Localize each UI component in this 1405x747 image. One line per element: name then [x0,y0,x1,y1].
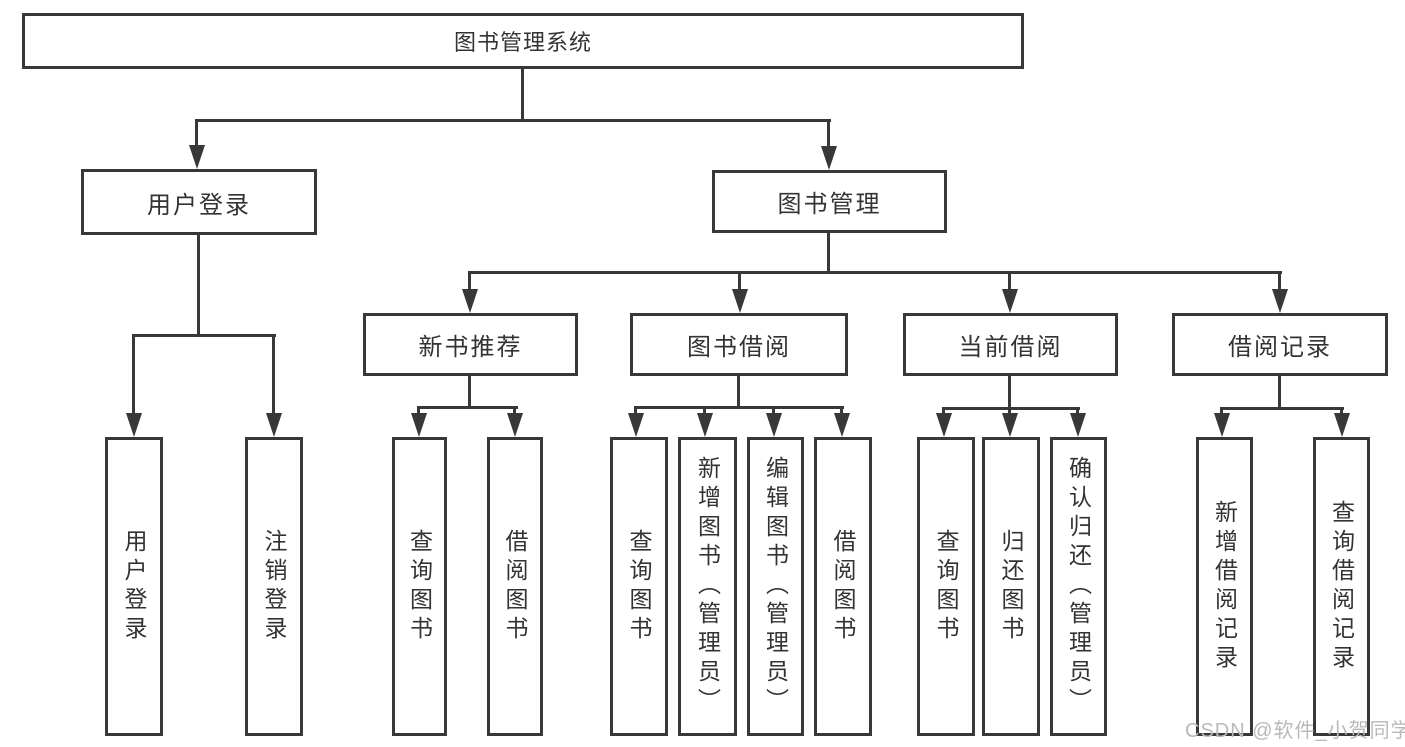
arrow-down-icon [766,413,782,437]
node-current-borrow: 当前借阅 [903,313,1118,376]
arrow-down-icon [1002,289,1018,313]
edge-user-login-stub [197,235,200,337]
edge-shaft [132,335,135,419]
arrow-down-icon [126,413,142,437]
edge-shaft [1008,272,1011,295]
leaf-borrow-book-2: 借阅图书 [814,437,872,736]
edge-shaft [1278,272,1281,295]
node-user-login: 用户登录 [81,169,317,235]
leaf-logout: 注销登录 [245,437,303,736]
node-new-book-rec: 新书推荐 [363,313,578,376]
edge-book-borrow-bus [634,406,844,409]
edge-shaft [827,119,830,152]
edge-shaft [468,272,471,295]
arrow-down-icon [732,289,748,313]
edge-borrow-record-stub [1278,376,1281,409]
arrow-down-icon [189,145,205,169]
leaf-return-book: 归还图书 [982,437,1040,736]
arrow-down-icon [507,413,523,437]
leaf-confirm-return-admin: 确认归还（管理员） [1050,437,1107,736]
edge-book-borrow-stub [737,376,740,408]
edge-book-mgmt-bus [468,271,1282,274]
edge-shaft [272,335,275,419]
arrow-down-icon [1334,413,1350,437]
arrow-down-icon [834,413,850,437]
node-borrow-record: 借阅记录 [1172,313,1388,376]
edge-root-stub [521,69,524,121]
arrow-down-icon [628,413,644,437]
leaf-query-borrow-record: 查询借阅记录 [1313,437,1370,736]
edge-book-mgmt-stub [827,233,830,274]
arrow-down-icon [411,413,427,437]
node-book-mgmt: 图书管理 [712,170,947,233]
leaf-user-login: 用户登录 [105,437,163,736]
arrow-down-icon [1002,413,1018,437]
leaf-query-book-1: 查询图书 [392,437,447,736]
leaf-add-book-admin: 新增图书（管理员） [678,437,737,736]
arrow-down-icon [1214,413,1230,437]
edge-shaft [195,119,198,151]
edge-borrow-record-bus [1220,407,1344,410]
leaf-query-book-3: 查询图书 [917,437,975,736]
node-book-borrow: 图书借阅 [630,313,848,376]
arrow-down-icon [462,289,478,313]
leaf-add-borrow-record: 新增借阅记录 [1196,437,1253,736]
arrow-down-icon [821,146,837,170]
node-root: 图书管理系统 [22,13,1024,69]
edge-current-borrow-stub [1008,376,1011,409]
edge-new-book-stub [468,376,471,408]
leaf-query-book-2: 查询图书 [610,437,668,736]
arrow-down-icon [936,413,952,437]
csdn-watermark: CSDN @软件_小贺同学 [1185,720,1405,742]
arrow-down-icon [266,413,282,437]
edge-root-bus [195,119,831,122]
edge-user-login-bus [132,334,276,337]
arrow-down-icon [697,413,713,437]
edge-current-borrow-bus [942,407,1080,410]
edge-shaft [738,272,741,295]
leaf-edit-book-admin: 编辑图书（管理员） [747,437,804,736]
edge-new-book-bus [417,406,518,409]
arrow-down-icon [1070,413,1086,437]
arrow-down-icon [1272,289,1288,313]
leaf-borrow-book-1: 借阅图书 [487,437,543,736]
